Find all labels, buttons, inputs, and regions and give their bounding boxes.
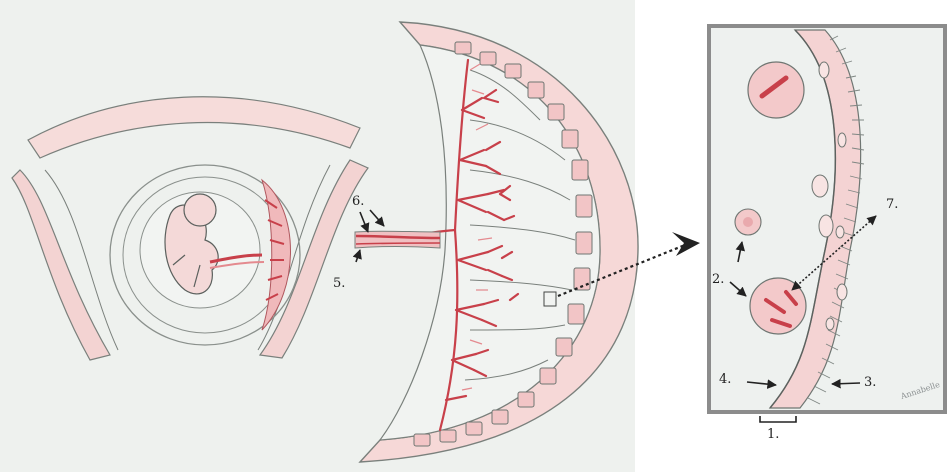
label-7: 7. [886, 198, 898, 211]
label-1: 1. [767, 428, 779, 441]
label-4: 4. [719, 373, 731, 386]
label-6: 6. [352, 195, 364, 208]
inset-zoom [709, 26, 945, 422]
label-2: 2. [712, 273, 724, 286]
label-5: 5. [333, 277, 345, 290]
placenta-cross-section [355, 22, 638, 462]
uterus-with-fetus [12, 97, 368, 360]
label-3: 3. [864, 376, 876, 389]
